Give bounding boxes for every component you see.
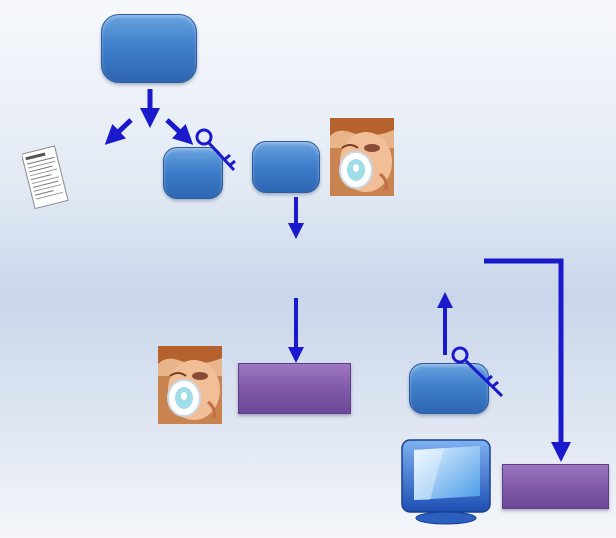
face-photo [330,118,394,196]
key-icon [451,346,504,398]
arrow-diag-right [165,118,194,145]
arrow-elbow [484,258,571,462]
key-icon [195,128,236,172]
arrow-diag-left [104,118,133,145]
left-box [238,363,351,414]
mid-right-node [252,141,320,193]
bottom-right-box [502,464,609,509]
document-icon [22,145,69,210]
mid-left-node [163,147,223,199]
top-node [101,14,197,83]
face-photo [158,346,222,424]
monitor-icon [401,439,491,525]
